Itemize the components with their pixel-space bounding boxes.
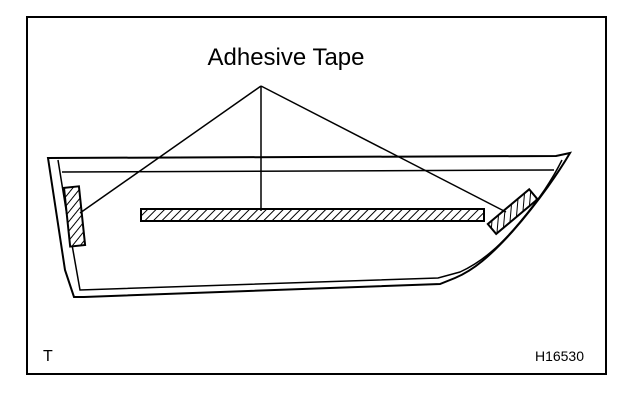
adhesive-tape-left: [62, 185, 87, 248]
corner-mark: T: [43, 348, 53, 365]
door-molding: [46, 151, 573, 298]
figure-frame: [26, 16, 607, 375]
figure-code: H16530: [535, 348, 584, 364]
leader-lines: [79, 85, 507, 214]
adhesive-tape-center: [140, 208, 485, 222]
callout-label: Adhesive Tape: [207, 44, 364, 71]
adhesive-tape-right: [486, 187, 539, 236]
